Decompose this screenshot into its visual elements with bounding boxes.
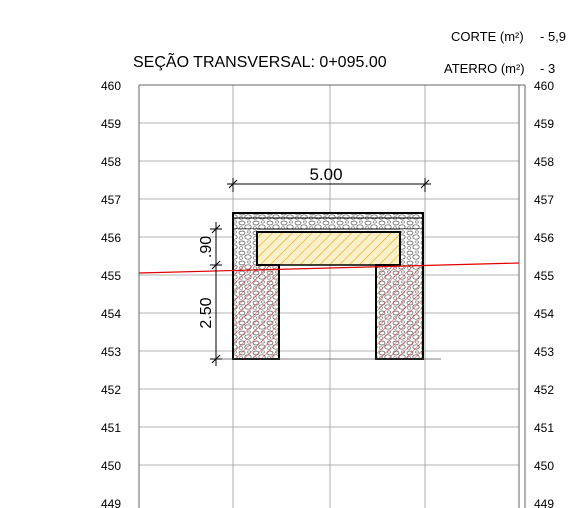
aterro-label: ATERRO (m²) <box>444 61 525 76</box>
terrain-line <box>138 262 520 274</box>
right-elevation-label: 450 <box>534 459 554 473</box>
left-elevation-label: 453 <box>101 345 121 359</box>
left-elevation-label: 459 <box>101 117 121 131</box>
right-elevation-label: 452 <box>534 383 554 397</box>
left-elevation-label: 452 <box>101 383 121 397</box>
right-elevation-label: 460 <box>534 79 554 93</box>
left-elevation-axis: 460 459 458 457 456 455 454 453 452 451 450 449 <box>101 79 121 508</box>
left-elevation-label: 449 <box>101 497 121 508</box>
right-elevation-label: 453 <box>534 345 554 359</box>
right-elevation-label: 459 <box>534 117 554 131</box>
pavement-layer <box>232 212 424 230</box>
aterro-value: - 3 <box>540 61 555 76</box>
culvert-structure <box>216 212 441 360</box>
left-elevation-label: 451 <box>101 421 121 435</box>
right-elevation-label: 449 <box>534 497 554 508</box>
right-elevation-label: 451 <box>534 421 554 435</box>
corte-label: CORTE (m²) <box>451 29 524 44</box>
stone-right <box>400 229 423 265</box>
section-title: SEÇÃO TRANSVERSAL: 0+095.00 <box>133 51 387 71</box>
right-elevation-axis: 460 459 458 457 456 455 454 453 452 451 450 449 <box>534 79 554 508</box>
left-elevation-label: 457 <box>101 193 121 207</box>
corte-value: - 5,9 <box>540 29 566 44</box>
left-elevation-label: 458 <box>101 155 121 169</box>
grid <box>139 85 519 508</box>
slab-fill <box>256 231 401 266</box>
right-elevation-label: 456 <box>534 231 554 245</box>
wall-height-label: 2.50 <box>198 297 215 328</box>
left-elevation-label: 454 <box>101 307 121 321</box>
left-elevation-label: 455 <box>101 269 121 283</box>
stone-left <box>233 229 257 265</box>
top-height-label: .90 <box>198 236 215 258</box>
width-dimension-label: 5.00 <box>309 165 342 184</box>
frame <box>138 84 526 508</box>
left-elevation-label: 450 <box>101 459 121 473</box>
right-elevation-label: 457 <box>534 193 554 207</box>
width-dimension <box>227 178 431 192</box>
left-elevation-label: 460 <box>101 79 121 93</box>
right-elevation-label: 458 <box>534 155 554 169</box>
right-elevation-label: 455 <box>534 269 554 283</box>
height-dimensions <box>210 222 222 366</box>
right-elevation-label: 454 <box>534 307 554 321</box>
left-elevation-label: 456 <box>101 231 121 245</box>
